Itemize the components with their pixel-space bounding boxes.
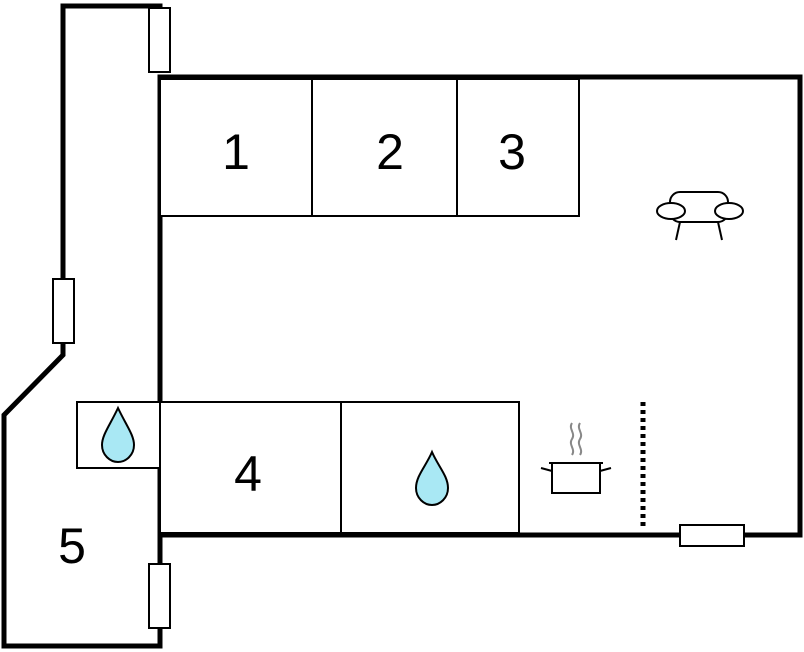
room-3-label: 3 (498, 124, 526, 180)
room-4-area (159, 401, 342, 534)
window-bottom-left (148, 563, 171, 629)
main-room-outline (157, 74, 803, 538)
room-1-area (159, 78, 313, 217)
window-left (52, 278, 75, 344)
water-drop-icon (100, 405, 136, 464)
room-1-label: 1 (222, 124, 250, 180)
room-2-label: 2 (376, 124, 404, 180)
room-3-area (456, 78, 580, 217)
water-drop-icon (414, 449, 450, 507)
corridor-outline (1, 3, 163, 649)
room-5-label: 5 (58, 518, 86, 574)
window-bottom-right (679, 524, 745, 547)
sofa-icon (656, 191, 744, 241)
cooking-pot-icon (540, 422, 612, 494)
window-top (148, 7, 171, 73)
room-4-label: 4 (234, 446, 262, 502)
